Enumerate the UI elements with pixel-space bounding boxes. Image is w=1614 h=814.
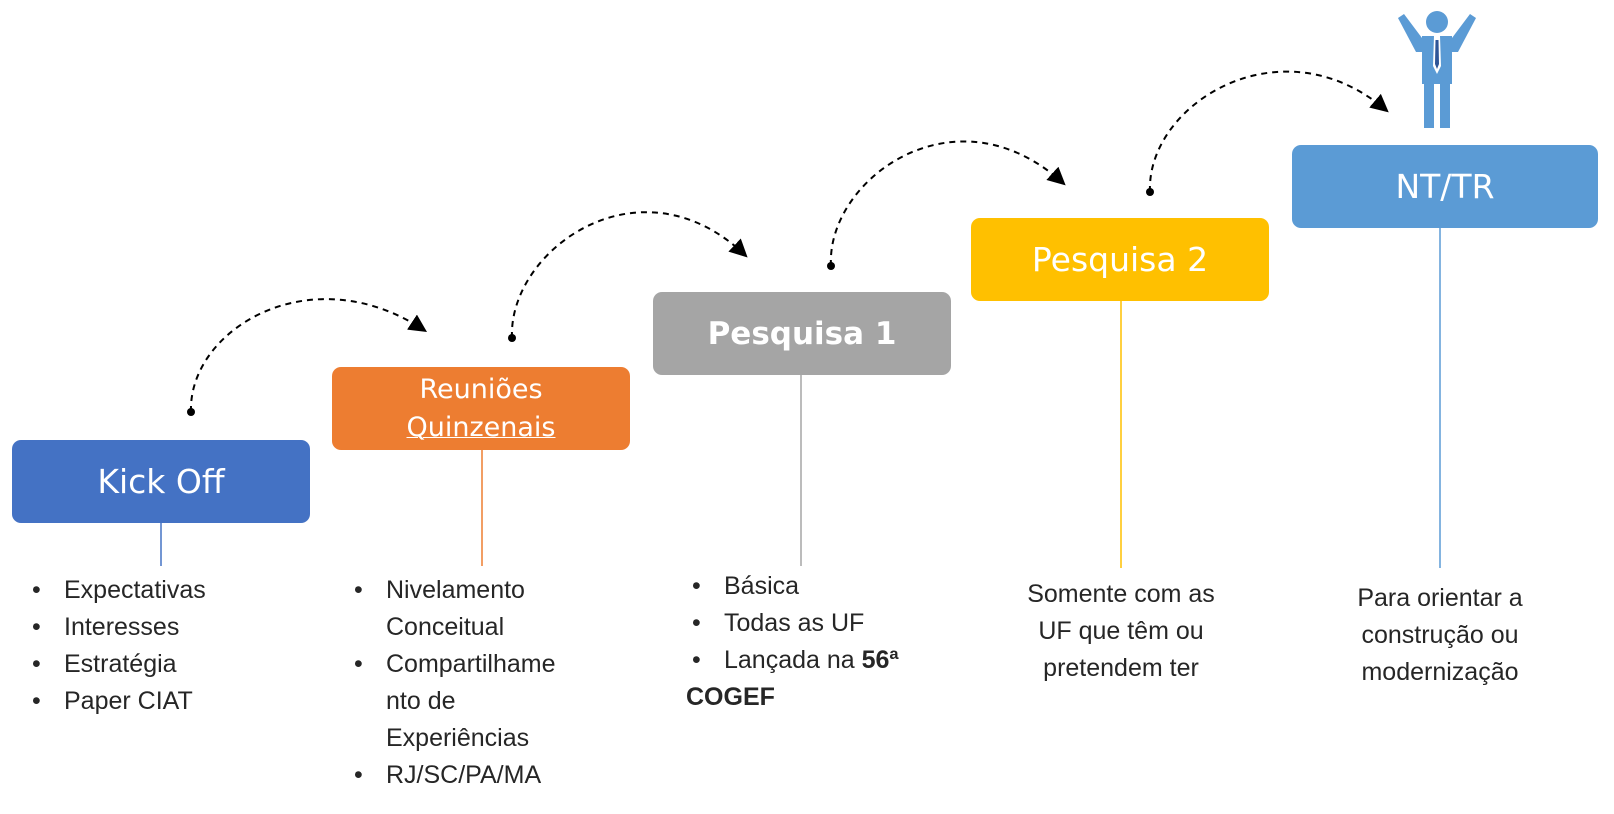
- arrow-pesquisa2-to-nttr: [1146, 70, 1389, 196]
- list-line: nto de: [386, 687, 456, 715]
- nttr-title: NT/TR: [1395, 167, 1495, 206]
- list-item: Expectativas: [26, 572, 316, 609]
- note-line: modernização: [1361, 658, 1519, 686]
- nttr-note: Para orientar a construção ou modernizaç…: [1320, 580, 1560, 691]
- list-line: RJ/SC/PA/MA: [386, 761, 542, 789]
- list-item: Compartilhame nto de Experiências: [348, 646, 616, 757]
- list-line: Conceitual: [386, 613, 505, 641]
- list-bold-text: 56ª: [861, 646, 899, 674]
- note-line: UF que têm ou: [1038, 617, 1204, 645]
- nttr-box: NT/TR: [1292, 145, 1598, 228]
- note-line: Somente com as: [1027, 580, 1215, 608]
- note-line: pretendem ter: [1043, 654, 1199, 682]
- kickoff-title: Kick Off: [97, 462, 225, 501]
- list-line: Compartilhame: [386, 650, 556, 678]
- list-bold-line: COGEF: [686, 683, 775, 711]
- pesquisa1-title: Pesquisa 1: [707, 315, 897, 352]
- pesquisa2-title: Pesquisa 2: [1031, 240, 1209, 279]
- list-item: Interesses: [26, 609, 316, 646]
- pesquisa2-note: Somente com as UF que têm ou pretendem t…: [990, 576, 1252, 687]
- list-item: RJ/SC/PA/MA: [348, 757, 616, 794]
- list-item: Todas as UF: [686, 605, 956, 642]
- list-item: Nivelamento Conceitual: [348, 572, 616, 646]
- note-line: Para orientar a: [1357, 584, 1523, 612]
- arrow-kickoff-to-reunioes: [187, 298, 428, 416]
- pesquisa2-box: Pesquisa 2: [971, 218, 1269, 301]
- reunioes-box: Reuniões Quinzenais: [332, 367, 630, 450]
- list-item: Lançada na 56ª COGEF: [686, 642, 956, 716]
- reunioes-title-line-1: Reuniões: [419, 373, 543, 405]
- list-item: Básica: [686, 568, 956, 605]
- list-line: Nivelamento: [386, 576, 525, 604]
- arrow-reunioes-to-pesquisa1: [508, 211, 748, 342]
- list-item: Paper CIAT: [26, 683, 316, 720]
- list-text: Lançada na: [724, 646, 862, 674]
- person-arms-raised-icon: [1398, 11, 1476, 128]
- list-item: Estratégia: [26, 646, 316, 683]
- reunioes-list: Nivelamento Conceitual Compartilhame nto…: [348, 572, 616, 794]
- pesquisa1-box: Pesquisa 1: [653, 292, 951, 375]
- kickoff-list: Expectativas Interesses Estratégia Paper…: [26, 572, 316, 720]
- kickoff-box: Kick Off: [12, 440, 310, 523]
- note-line: construção ou: [1361, 621, 1519, 649]
- reunioes-title-line-2: Quinzenais: [406, 411, 556, 443]
- list-line: Experiências: [386, 724, 530, 752]
- pesquisa1-list: Básica Todas as UF Lançada na 56ª COGEF: [686, 568, 956, 716]
- arrow-pesquisa1-to-pesquisa2: [827, 140, 1066, 270]
